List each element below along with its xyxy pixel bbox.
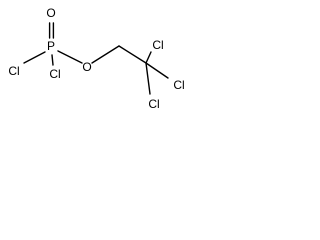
atom-cl-c-bottom: Cl bbox=[148, 97, 159, 111]
bond-c-cl-right bbox=[145, 62, 169, 79]
bond-p-cl-down bbox=[51, 54, 54, 66]
bond-c-cl-bottom bbox=[145, 62, 151, 95]
atom-cl-p-left: Cl bbox=[8, 64, 19, 78]
bond-p-o-ether bbox=[57, 50, 83, 64]
bond-p-cl-left bbox=[23, 51, 46, 64]
bond-ch2-c bbox=[118, 45, 147, 64]
atom-p: P bbox=[47, 39, 55, 53]
atom-o-ether: O bbox=[82, 60, 91, 74]
atom-cl-p-down: Cl bbox=[49, 67, 60, 81]
atom-cl-c-right: Cl bbox=[173, 78, 184, 92]
bond-c-cl-top bbox=[145, 51, 152, 64]
atom-cl-c-top: Cl bbox=[152, 38, 163, 52]
bond-o-ch2 bbox=[91, 45, 120, 64]
bonds bbox=[23, 22, 169, 95]
atoms: O P Cl Cl O Cl Cl Cl bbox=[8, 6, 184, 111]
atom-o-double: O bbox=[46, 6, 55, 20]
structure-diagram: O P Cl Cl O Cl Cl Cl bbox=[8, 6, 184, 111]
